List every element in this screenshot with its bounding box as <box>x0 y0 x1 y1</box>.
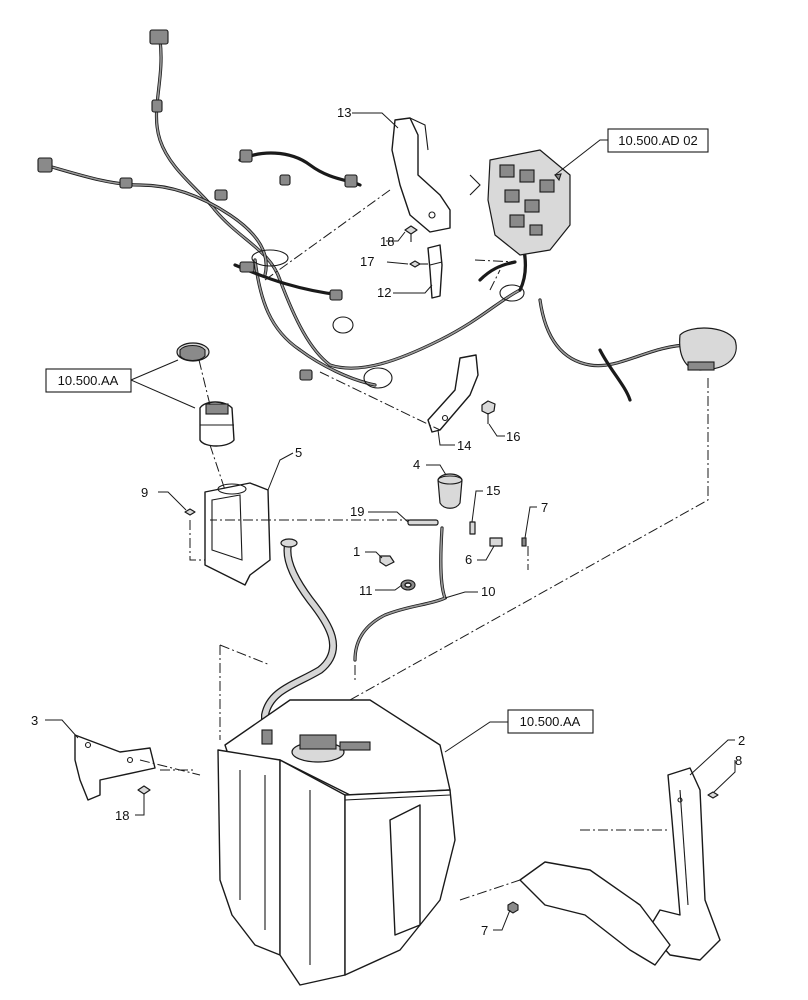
filler-hose <box>261 538 338 749</box>
bolt-16 <box>481 400 496 424</box>
callout-12: 12 <box>377 285 391 300</box>
callout-10: 10 <box>481 584 495 599</box>
callout-2: 2 <box>738 733 745 748</box>
ref-label-tank: 10.500.AA <box>520 714 581 729</box>
screw-9 <box>184 508 196 516</box>
bracket-13 <box>391 117 451 233</box>
callout-7-upper: 7 <box>541 500 548 515</box>
callout-13: 13 <box>337 105 351 120</box>
clamp-1 <box>379 555 395 567</box>
callout-leaders <box>45 112 736 931</box>
callout-18-upper: 18 <box>380 234 394 249</box>
bracket-12 <box>427 244 443 299</box>
bracket-2 <box>647 767 721 961</box>
clip-7-upper <box>521 537 527 547</box>
callout-9: 9 <box>141 485 148 500</box>
callout-15: 15 <box>486 483 500 498</box>
fuel-cap <box>176 342 210 362</box>
bracket-3 <box>74 734 156 801</box>
bracket-14 <box>427 354 479 433</box>
callout-1: 1 <box>353 544 360 559</box>
callout-4: 4 <box>413 457 420 472</box>
ref-box-harness: 10.500.AD 02 <box>553 128 709 182</box>
assembly-lines <box>139 189 709 901</box>
wiring-harness <box>37 29 737 402</box>
fuel-tank <box>217 699 456 986</box>
hose-10 <box>353 526 448 662</box>
ref-label-harness: 10.500.AD 02 <box>618 133 698 148</box>
ref-label-cap: 10.500.AA <box>58 373 119 388</box>
bolt-18-upper <box>404 225 418 242</box>
callout-7-lower: 7 <box>481 923 488 938</box>
grommet-11 <box>400 579 416 591</box>
callout-17: 17 <box>360 254 374 269</box>
clamp-15 <box>469 521 476 535</box>
callout-16: 16 <box>506 429 520 444</box>
callout-18-lower: 18 <box>115 808 129 823</box>
sleeve-6 <box>489 537 503 547</box>
filler-neck <box>199 401 235 447</box>
nut-8 <box>707 791 719 799</box>
screw-17 <box>409 260 428 268</box>
bolt-18-lower <box>137 785 151 795</box>
callout-14: 14 <box>457 438 471 453</box>
ref-box-tank: 10.500.AA <box>444 709 594 753</box>
ref-box-cap: 10.500.AA <box>45 359 196 409</box>
callout-11: 11 <box>359 583 373 598</box>
tank-strap <box>519 861 671 966</box>
filter-4 <box>437 473 463 509</box>
callout-5: 5 <box>295 445 302 460</box>
nut-7-lower <box>507 901 519 914</box>
callout-6: 6 <box>465 552 472 567</box>
fitting-19 <box>407 519 439 526</box>
callout-19: 19 <box>350 504 364 519</box>
bracket-5 <box>204 482 271 586</box>
callout-3: 3 <box>31 713 38 728</box>
callout-8: 8 <box>735 753 742 768</box>
